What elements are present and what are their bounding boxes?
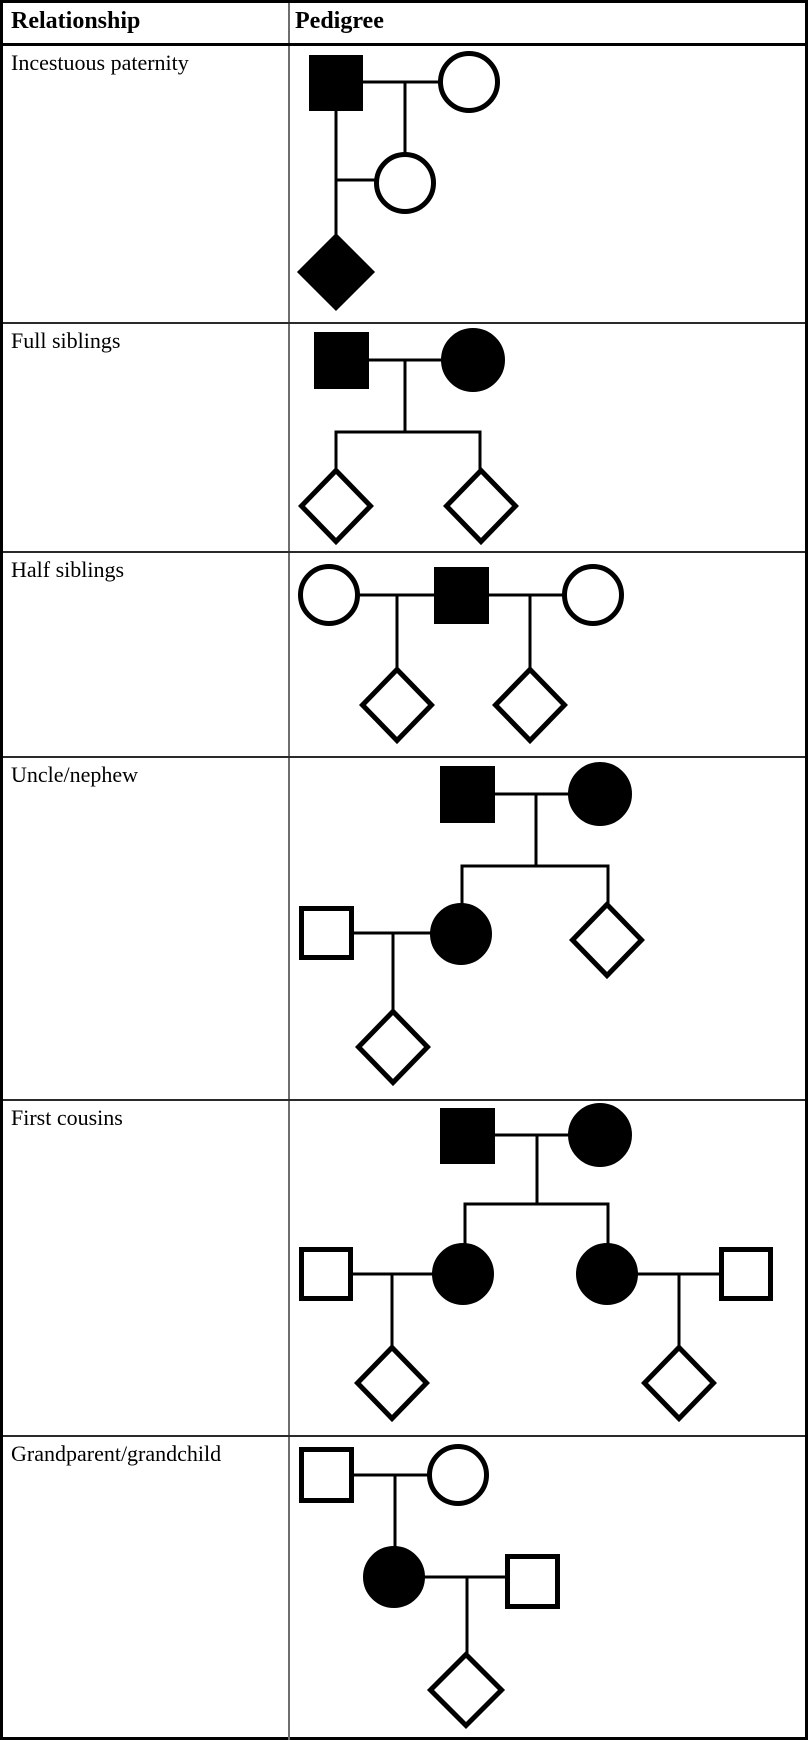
relationship-label: First cousins (11, 1105, 123, 1130)
relationship-label: Incestuous paternity (11, 50, 189, 75)
table-row: Incestuous paternity (3, 46, 805, 324)
relationship-label-cell: First cousins (3, 1101, 290, 1435)
table-row: Half siblings (3, 553, 805, 758)
table-row: Uncle/nephew (3, 758, 805, 1101)
header-cell-relationship: Relationship (3, 3, 290, 43)
pedigree-diagram-cell (290, 324, 805, 551)
pedigree-diagram-cell (290, 758, 805, 1099)
relationship-label: Full siblings (11, 328, 121, 353)
header-cell-pedigree: Pedigree (290, 3, 805, 43)
pedigree-diagram-cell (290, 1101, 805, 1435)
table-row: Full siblings (3, 324, 805, 553)
relationship-label-cell: Full siblings (3, 324, 290, 551)
table-row: Grandparent/grandchild (3, 1437, 805, 1740)
relationship-label-cell: Half siblings (3, 553, 290, 756)
pedigree-diagram-cell (290, 1437, 805, 1740)
relationship-column-header: Relationship (11, 8, 141, 34)
relationship-label-cell: Grandparent/grandchild (3, 1437, 290, 1740)
relationship-label-cell: Uncle/nephew (3, 758, 290, 1099)
pedigree-diagram-cell (290, 553, 805, 756)
table-row: First cousins (3, 1101, 805, 1437)
relationship-label: Grandparent/grandchild (11, 1441, 222, 1466)
pedigree-column-header: Pedigree (295, 8, 384, 34)
table-header-row: Relationship Pedigree (3, 3, 805, 46)
pedigree-diagram-cell (290, 46, 805, 322)
relationship-label-cell: Incestuous paternity (3, 46, 290, 322)
relationship-label: Uncle/nephew (11, 762, 139, 787)
relationship-label: Half siblings (11, 557, 125, 582)
